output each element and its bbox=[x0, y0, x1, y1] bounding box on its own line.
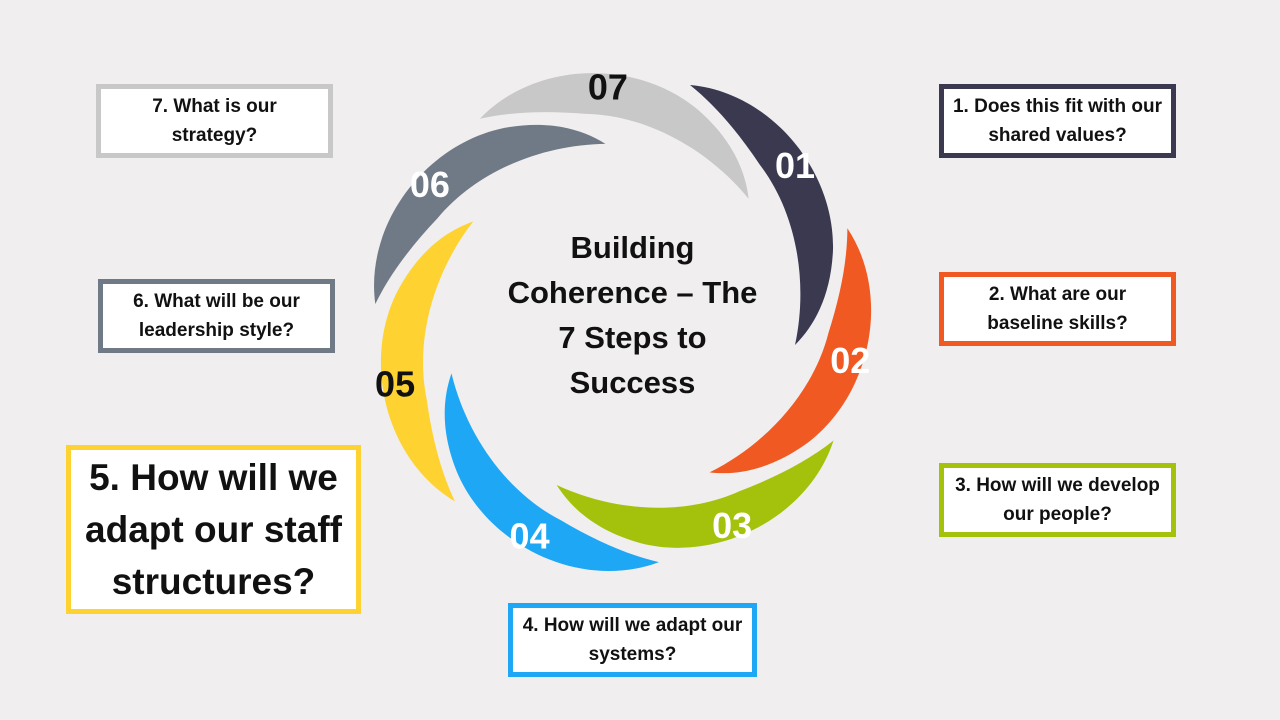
step-4-box: 4. How will we adapt our systems? bbox=[508, 603, 757, 677]
petal-shape bbox=[690, 85, 834, 345]
step-number-label: 01 bbox=[775, 145, 815, 186]
petal-04: 04 bbox=[444, 373, 659, 571]
step-2-box: 2. What are our baseline skills? bbox=[939, 272, 1176, 346]
petal-05: 05 bbox=[375, 221, 474, 502]
petal-01: 01 bbox=[690, 85, 834, 345]
petal-02: 02 bbox=[709, 228, 872, 474]
step-6-box: 6. What will be our leadership style? bbox=[98, 279, 335, 353]
petal-shape bbox=[374, 124, 606, 305]
petal-06: 06 bbox=[374, 124, 606, 305]
step-number-label: 06 bbox=[410, 164, 450, 205]
step-7-box: 7. What is our strategy? bbox=[96, 84, 333, 158]
step-number-label: 02 bbox=[830, 340, 870, 381]
step-number-label: 04 bbox=[510, 516, 550, 557]
petal-shape bbox=[380, 221, 474, 502]
petal-07: 07 bbox=[479, 67, 749, 199]
step-1-box: 1. Does this fit with our shared values? bbox=[939, 84, 1176, 158]
step-5-box: 5. How will we adapt our staff structure… bbox=[66, 445, 361, 614]
petal-shape bbox=[556, 440, 834, 548]
petal-shape bbox=[444, 373, 659, 571]
petal-shape bbox=[479, 73, 749, 199]
petal-shape bbox=[709, 228, 872, 474]
diagram-title: Building Coherence – The 7 Steps to Succ… bbox=[507, 230, 758, 400]
step-number-label: 03 bbox=[712, 505, 752, 546]
step-number-label: 05 bbox=[375, 364, 415, 405]
step-number-label: 07 bbox=[588, 67, 628, 108]
petal-03: 03 bbox=[556, 440, 834, 548]
step-3-box: 3. How will we develop our people? bbox=[939, 463, 1176, 537]
